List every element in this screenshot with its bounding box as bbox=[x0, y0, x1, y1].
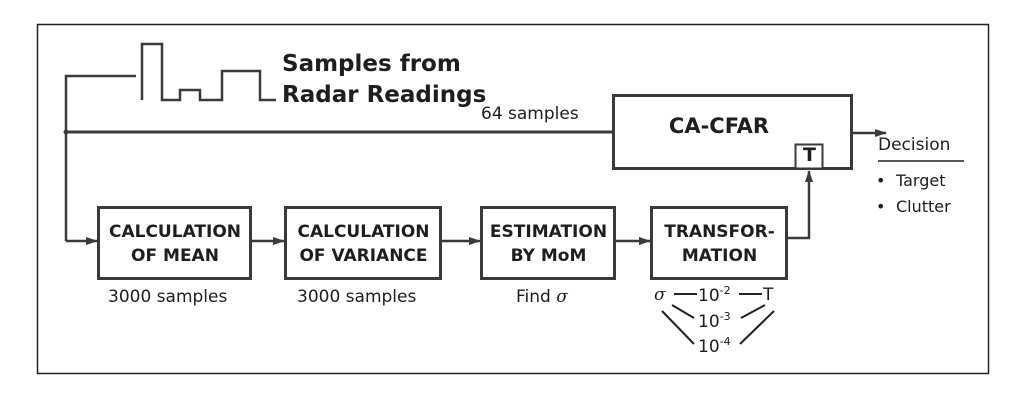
decision-option-label: Clutter bbox=[896, 197, 951, 216]
map-pfa-1e2: 10-2 bbox=[698, 284, 731, 306]
pfa-base: 10 bbox=[698, 312, 720, 332]
radar-waveform-left bbox=[64, 74, 136, 241]
bullet-icon: • bbox=[876, 171, 886, 190]
ca-cfar-box bbox=[612, 94, 853, 170]
decision-label: Decision bbox=[878, 135, 951, 155]
box-line2: OF VARIANCE bbox=[299, 245, 428, 266]
caption-mom-prefix: Find bbox=[516, 287, 551, 307]
bullet-icon: • bbox=[876, 197, 886, 216]
caption-mean: 3000 samples bbox=[108, 287, 228, 307]
decision-option-label: Target bbox=[896, 171, 946, 190]
map-line-1e3-T bbox=[740, 304, 766, 319]
map-line-sigma-1e4 bbox=[661, 310, 695, 345]
box-line2: BY MoM bbox=[510, 245, 587, 266]
pfa-exponent: -2 bbox=[719, 284, 731, 297]
outer-frame bbox=[36, 23, 990, 375]
box-line2: MATION bbox=[681, 245, 758, 266]
map-line-1e4-T bbox=[739, 310, 775, 345]
pfa-base: 10 bbox=[698, 286, 720, 306]
box-variance bbox=[284, 206, 442, 280]
box-line1: ESTIMATION bbox=[489, 221, 608, 242]
map-sigma: σ bbox=[654, 285, 666, 305]
threshold-port-box bbox=[794, 143, 824, 170]
box-line1: CALCULATION bbox=[108, 221, 241, 242]
box-variance-label: CALCULATION OF VARIANCE bbox=[286, 208, 441, 279]
map-pfa-1e4: 10-4 bbox=[698, 335, 731, 357]
map-pfa-1e3: 10-3 bbox=[698, 310, 731, 332]
caption-mom: Find σ bbox=[516, 287, 568, 307]
arrow-transformation-to-threshold bbox=[788, 170, 813, 240]
decision-option-target: • Target bbox=[876, 171, 946, 190]
pfa-exponent: -4 bbox=[719, 335, 731, 348]
sigma-symbol: σ bbox=[556, 287, 568, 307]
box-mom-label: ESTIMATION BY MoM bbox=[482, 208, 615, 279]
box-transformation-label: TRANSFOR- MATION bbox=[652, 208, 787, 279]
map-T: T bbox=[763, 285, 774, 305]
box-line1: TRANSFOR- bbox=[664, 221, 775, 242]
map-line-sigma-1e3 bbox=[671, 304, 695, 319]
source-title-line2: Radar Readings bbox=[282, 82, 487, 108]
pfa-base: 10 bbox=[698, 337, 720, 357]
box-mom bbox=[480, 206, 616, 280]
pfa-exponent: -3 bbox=[719, 310, 731, 323]
window-size-label: 64 samples bbox=[481, 104, 579, 124]
box-line1: CALCULATION bbox=[297, 221, 430, 242]
caption-variance: 3000 samples bbox=[297, 287, 417, 307]
junction-dot bbox=[63, 129, 69, 135]
decision-option-clutter: • Clutter bbox=[876, 197, 951, 216]
source-title-line1: Samples from bbox=[282, 51, 461, 77]
radar-waveform-pulses bbox=[140, 42, 276, 102]
ca-cfar-label: CA-CFAR bbox=[668, 114, 770, 138]
threshold-port-label: T bbox=[803, 144, 816, 166]
box-transformation bbox=[650, 206, 788, 280]
box-line2: OF MEAN bbox=[131, 245, 219, 266]
box-mean bbox=[97, 206, 252, 280]
box-mean-label: CALCULATION OF MEAN bbox=[99, 208, 251, 279]
